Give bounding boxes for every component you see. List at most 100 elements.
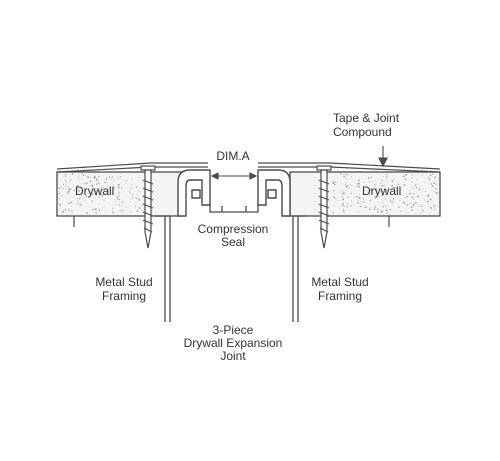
- drywall-speckle: [381, 179, 383, 181]
- drywall-speckle: [418, 188, 421, 191]
- drywall-speckle: [386, 209, 388, 212]
- drywall-speckle: [64, 210, 67, 212]
- drywall-speckle: [365, 206, 367, 208]
- drywall-speckle: [346, 205, 348, 208]
- drywall-speckle: [433, 205, 436, 207]
- drywall-speckle: [421, 174, 423, 176]
- drywall-speckle: [91, 193, 94, 195]
- drywall-speckle: [411, 206, 413, 209]
- drywall-speckle: [343, 192, 345, 195]
- drywall-speckle: [435, 187, 437, 190]
- drywall-clips: [73, 216, 390, 227]
- drywall-speckle: [135, 197, 137, 199]
- drywall-speckle: [350, 205, 352, 207]
- drywall-speckle: [76, 185, 79, 187]
- drywall-speckle: [104, 181, 106, 184]
- drywall-speckle: [383, 176, 385, 178]
- drywall-speckle: [58, 198, 60, 200]
- drywall-speckle: [87, 176, 89, 178]
- drywall-speckle: [340, 173, 342, 175]
- drywall-speckle: [385, 176, 388, 178]
- drywall-speckle: [356, 185, 358, 187]
- drywall-speckle: [334, 180, 336, 182]
- drywall-speckle: [118, 198, 121, 201]
- drywall-speckle: [429, 174, 432, 177]
- drywall-speckle: [334, 183, 336, 186]
- drywall-speckle: [411, 177, 413, 179]
- drywall-speckle: [357, 202, 359, 204]
- drywall-speckle: [93, 188, 96, 190]
- drywall-speckle: [342, 198, 344, 201]
- drywall-speckle: [98, 176, 100, 178]
- drywall-speckle: [131, 194, 134, 196]
- drywall-speckle: [393, 199, 395, 201]
- drywall-speckle: [382, 202, 384, 204]
- drywall-speckle: [410, 203, 412, 205]
- drywall-speckle: [417, 195, 419, 198]
- drywall-speckle: [93, 176, 96, 178]
- drywall-speckle: [427, 200, 429, 203]
- drywall-speckle: [59, 203, 61, 205]
- drywall-speckle: [406, 204, 409, 206]
- drywall-speckle: [359, 205, 362, 208]
- drywall-speckle: [76, 189, 78, 191]
- drywall-speckle: [113, 180, 115, 182]
- drywall-speckle: [392, 185, 394, 187]
- drywall-speckle: [79, 197, 81, 200]
- drywall-speckle: [435, 184, 437, 186]
- screw-left: [140, 165, 156, 249]
- drywall-speckle: [381, 184, 384, 187]
- drywall-speckle: [422, 209, 424, 212]
- drywall-speckle: [412, 193, 415, 195]
- drywall-speckle: [350, 200, 352, 202]
- drywall-speckle: [342, 209, 345, 212]
- drywall-speckle: [130, 192, 132, 194]
- drywall-speckle: [95, 179, 98, 181]
- drywall-speckle: [420, 211, 422, 213]
- drywall-speckle: [60, 186, 62, 188]
- drywall-speckle: [393, 186, 395, 189]
- drywall-speckle: [58, 187, 61, 190]
- drywall-speckle: [434, 180, 436, 182]
- drywall-speckle: [377, 208, 379, 210]
- drywall-speckle: [104, 210, 106, 211]
- drywall-speckle: [411, 196, 414, 199]
- drywall-speckle: [95, 208, 97, 210]
- drywall-speckle: [403, 184, 406, 186]
- drywall-speckle: [374, 184, 376, 186]
- drywall-speckle: [427, 205, 429, 207]
- drywall-speckle: [414, 184, 417, 186]
- drywall-speckle: [58, 192, 60, 195]
- drywall-speckle: [122, 209, 124, 212]
- drywall-speckle: [89, 180, 92, 183]
- joint-label-line2: Drywall Expansion: [184, 336, 283, 350]
- drywall-speckle: [369, 208, 371, 210]
- drywall-speckle: [358, 211, 360, 213]
- drywall-speckle: [117, 183, 120, 186]
- drywall-speckle: [342, 197, 344, 199]
- drywall-speckle: [94, 191, 97, 193]
- drywall-speckle: [103, 199, 105, 201]
- drywall-speckle: [342, 193, 344, 195]
- drywall-speckle: [91, 200, 94, 202]
- drywall-speckle: [428, 177, 430, 180]
- drywall-speckle: [346, 173, 348, 176]
- drywall-speckle: [138, 207, 141, 209]
- drywall-speckle: [130, 187, 132, 189]
- drywall-speckle: [77, 200, 79, 202]
- drywall-speckle: [60, 194, 62, 197]
- drywall-speckle: [105, 178, 108, 181]
- drywall-speckle: [125, 180, 127, 182]
- drywall-speckle: [348, 187, 350, 189]
- drywall-speckle: [346, 185, 349, 187]
- drywall-speckle: [423, 199, 425, 201]
- drywall-speckle: [373, 208, 376, 210]
- drywall-speckle: [83, 183, 85, 185]
- drywall-speckle: [375, 188, 378, 191]
- drywall-speckle: [413, 198, 415, 200]
- drywall-speckle: [430, 207, 433, 209]
- drywall-speckle: [82, 174, 85, 176]
- drywall-speckle: [356, 195, 358, 198]
- drywall-speckle: [347, 203, 349, 205]
